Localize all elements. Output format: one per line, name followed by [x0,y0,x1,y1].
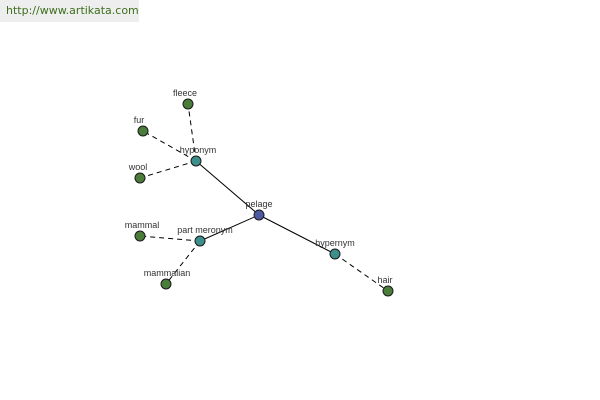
node-fur-label: fur [134,115,145,125]
edge-hypernym-to-hair [334,253,389,292]
node-fleece-marker[interactable] [182,98,194,110]
node-hypernym-marker[interactable] [329,248,341,260]
node-part-meronym-marker[interactable] [194,235,206,247]
node-mammal[interactable]: mammal [125,220,160,242]
node-wool-marker[interactable] [134,172,146,184]
edge-hyponym-to-wool [139,160,197,179]
node-hyponym-label: hyponym [180,145,217,155]
node-fur-marker[interactable] [137,125,149,137]
edges-layer [139,103,389,292]
node-mammalian-marker[interactable] [160,278,172,290]
edge-pelage-to-part-meronym [199,214,260,242]
node-hair[interactable]: hair [377,275,394,297]
node-mammal-label: mammal [125,220,160,230]
node-hair-label: hair [377,275,392,285]
node-mammal-marker[interactable] [134,230,146,242]
edge-hyponym-to-fleece [187,103,197,162]
edge-pelage-to-hyponym [195,160,260,216]
node-mammalian-label: mammalian [144,268,191,278]
node-fur[interactable]: fur [134,115,149,137]
node-part-meronym-label: part meronym [177,225,233,235]
node-hair-marker[interactable] [382,285,394,297]
node-hypernym[interactable]: hypernym [315,238,355,260]
node-hypernym-label: hypernym [315,238,355,248]
site-url-banner[interactable]: http://www.artikata.com [0,0,139,22]
node-pelage[interactable]: pelage [245,199,273,221]
edge-pelage-to-hypernym [258,214,336,255]
node-pelage-label: pelage [245,199,272,209]
node-hyponym[interactable]: hyponym [180,145,217,167]
node-wool[interactable]: wool [128,162,148,184]
node-pelage-marker[interactable] [253,209,265,221]
node-fleece-label: fleece [173,88,197,98]
edge-hyponym-to-fur [142,130,197,162]
node-wool-label: wool [128,162,148,172]
edge-part-meronym-to-mammal [139,235,201,242]
node-hyponym-marker[interactable] [190,155,202,167]
node-part-meronym[interactable]: part meronym [177,225,233,247]
node-mammalian[interactable]: mammalian [144,268,191,290]
nodes-layer: pelage hyponym part meronym hypernym fleece f… [125,88,394,297]
node-fleece[interactable]: fleece [173,88,197,110]
edge-part-meronym-to-mammalian [165,240,201,285]
